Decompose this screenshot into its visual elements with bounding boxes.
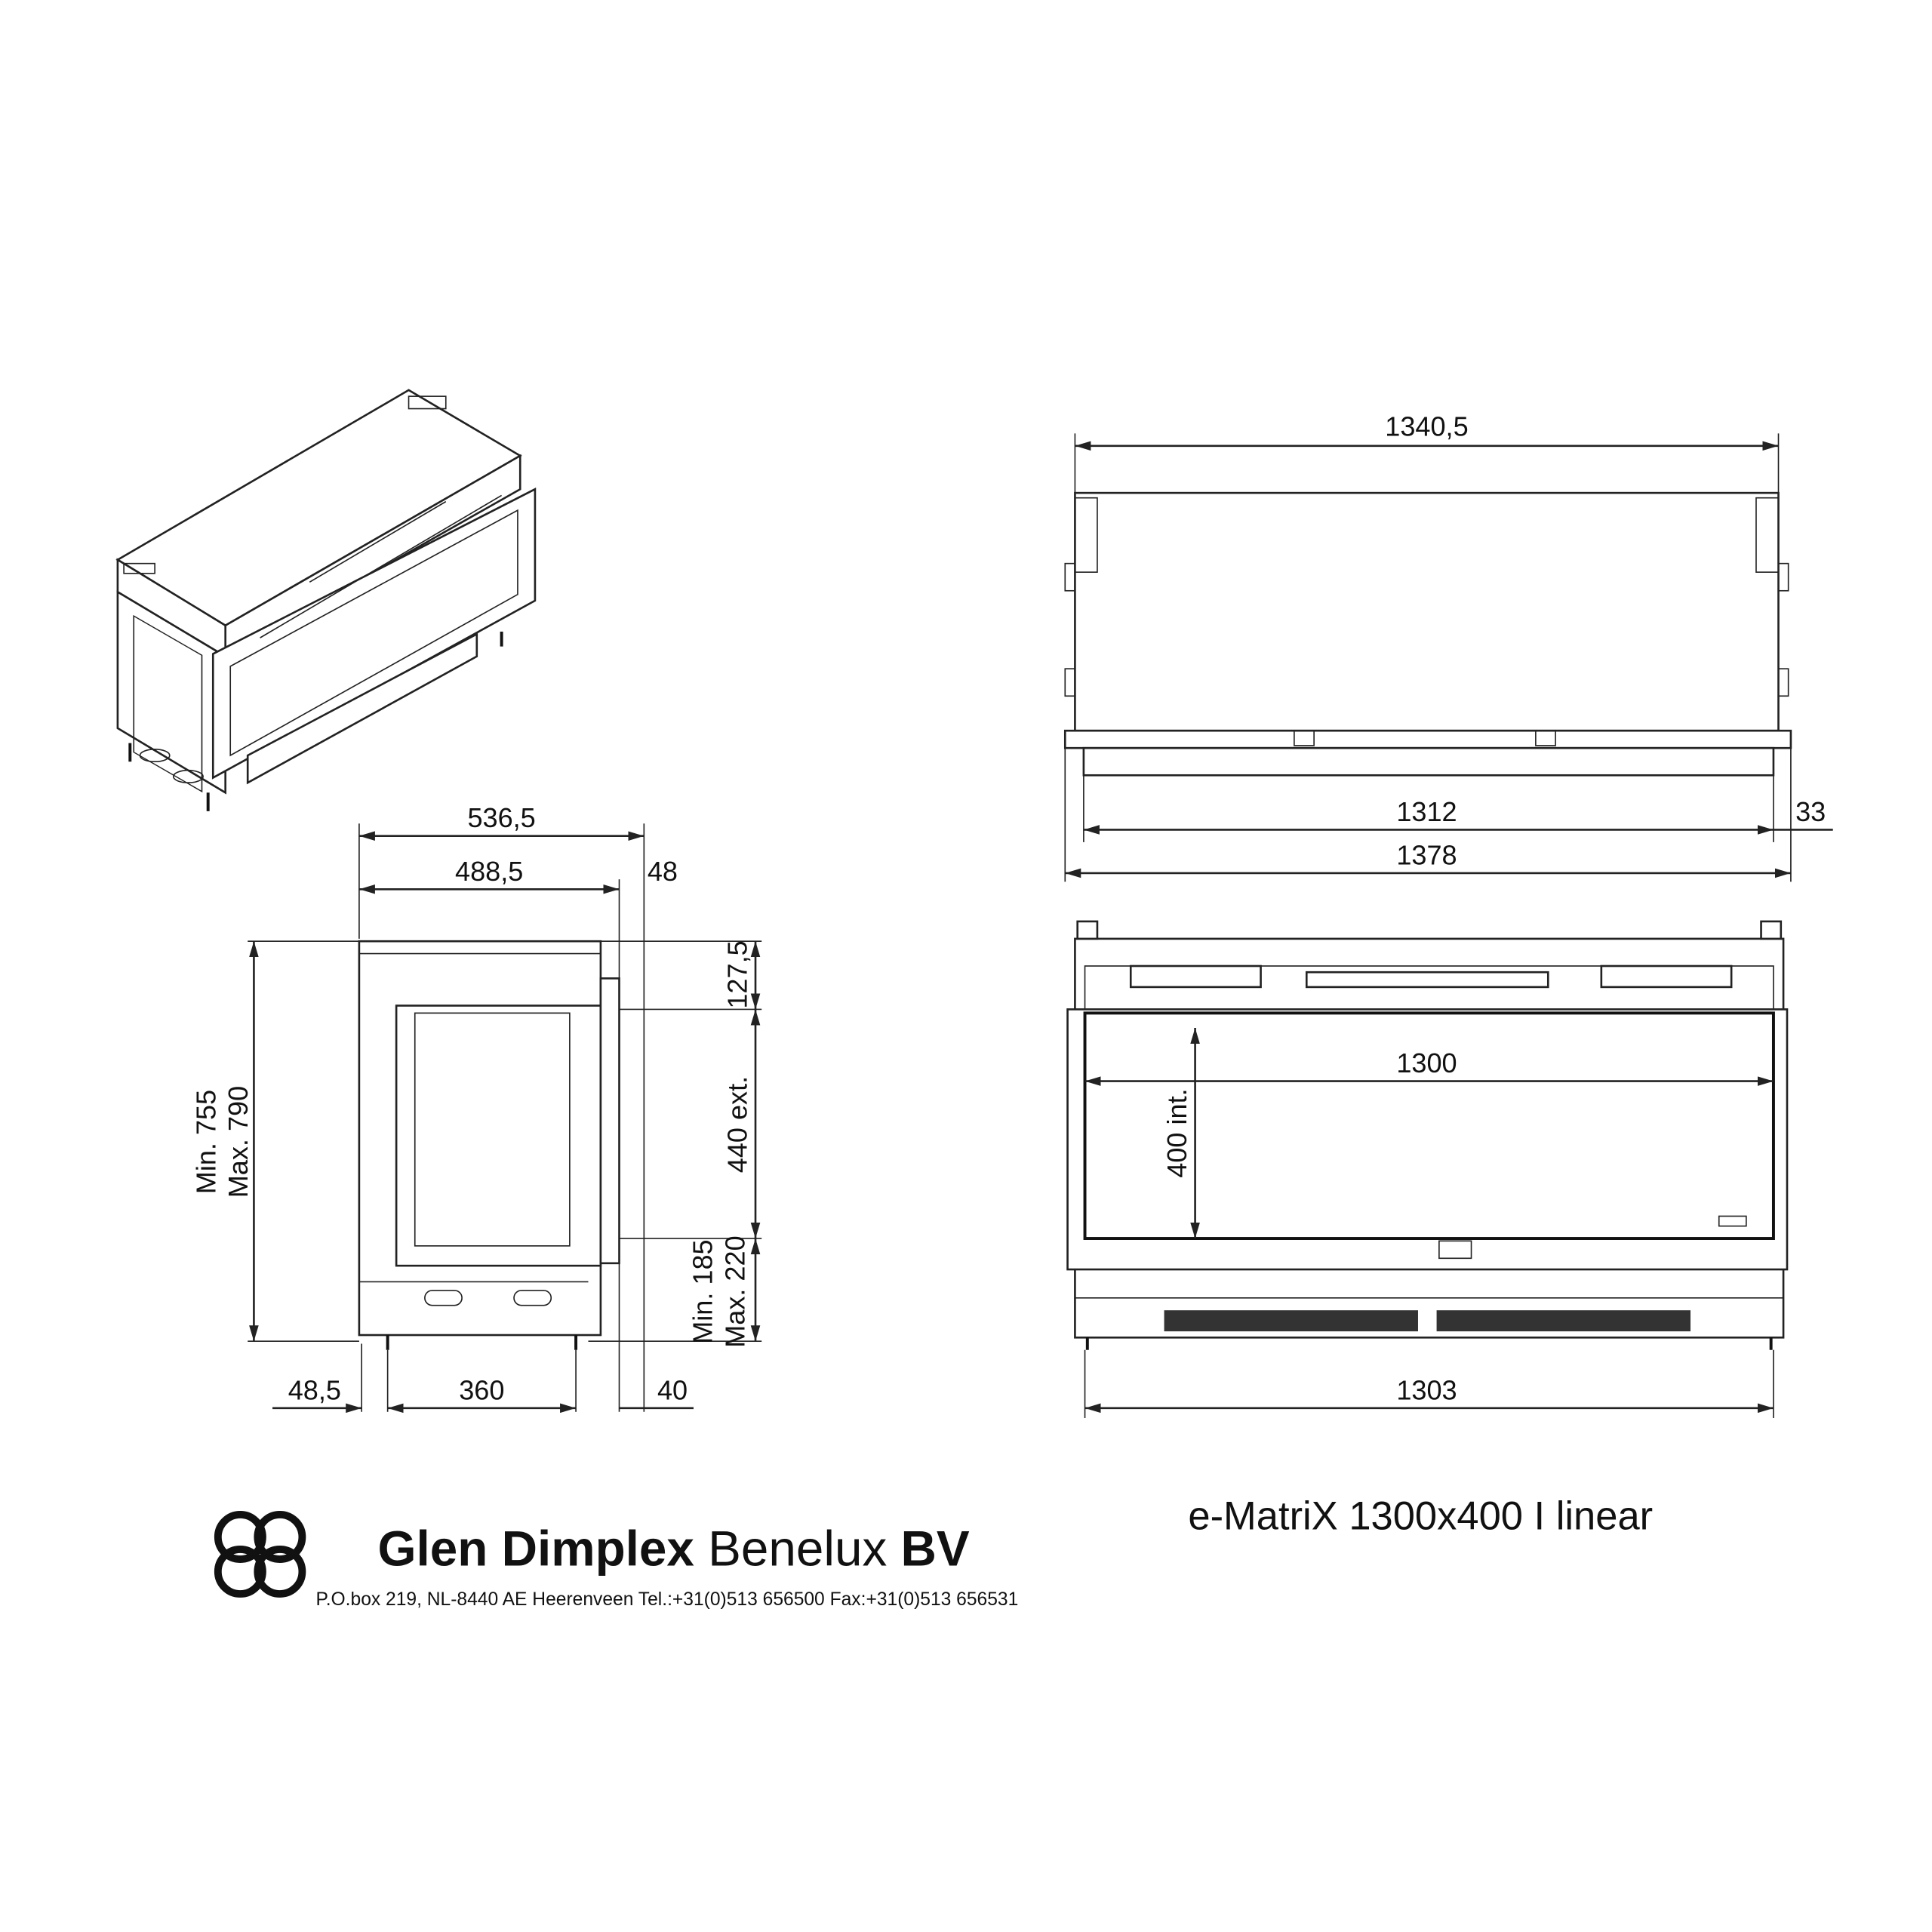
dim-front-offset: 40	[657, 1374, 688, 1405]
dim-glass-width: 1300	[1396, 1048, 1457, 1078]
dim-inner-width: 1312	[1396, 796, 1457, 827]
dim-bottom-min: Min. 185	[688, 1239, 718, 1343]
side-view: 536,5 488,5 48 Min. 755 Max. 790 127,5 4…	[191, 802, 762, 1414]
company-name: Glen Dimplex Benelux BV	[378, 1521, 970, 1576]
dim-offset: 33	[1795, 796, 1826, 827]
dim-height-max: Max. 790	[223, 1086, 254, 1198]
product-title: e-MatriX 1300x400 I linear	[1188, 1494, 1653, 1539]
dim-glass-height: 400 int.	[1161, 1088, 1192, 1177]
dim-total-depth: 536,5	[467, 802, 535, 833]
company-name-suffix: BV	[901, 1521, 970, 1576]
company-name-bold: Glen Dimplex	[378, 1521, 695, 1576]
dim-body-depth: 488,5	[455, 856, 523, 887]
dim-top-gap: 127,5	[722, 940, 753, 1008]
company-logo	[214, 1511, 306, 1598]
company-address: P.O.box 219, NL-8440 AE Heerenveen Tel.:…	[315, 1589, 1018, 1610]
dim-height-min: Min. 755	[191, 1090, 222, 1194]
dim-bottom-max: Max. 220	[719, 1235, 750, 1347]
front-view: 1300 400 int. 1303	[1066, 920, 1789, 1418]
dim-total-width: 1378	[1396, 839, 1457, 870]
dim-base-width: 1303	[1396, 1374, 1457, 1405]
dim-opening-height: 440 ext.	[722, 1076, 753, 1173]
dim-foot-span: 360	[459, 1374, 504, 1405]
top-view: 1340,5 1312 33 1378	[1063, 411, 1833, 882]
dim-top-width: 1340,5	[1385, 411, 1468, 442]
isometric-view	[115, 389, 537, 811]
dim-front-depth: 48	[648, 856, 678, 887]
company-name-regular: Benelux	[708, 1521, 887, 1576]
dim-foot-offset: 48,5	[288, 1374, 341, 1405]
